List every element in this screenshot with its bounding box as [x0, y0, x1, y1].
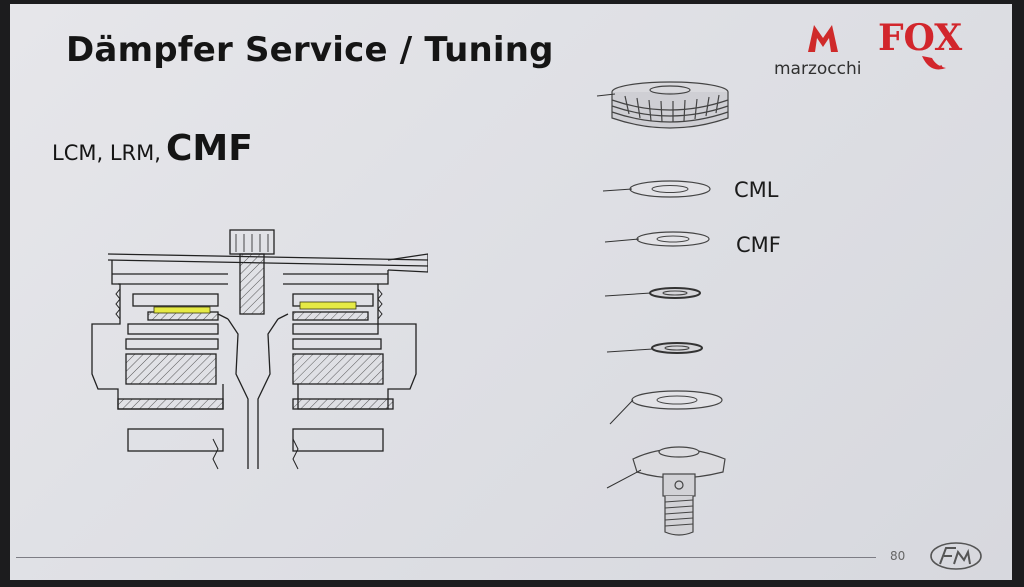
slide-subtitle: LCM, LRM, CMF — [52, 128, 253, 169]
page-number: 80 — [890, 549, 906, 563]
part-label-cmf: CMF — [736, 233, 781, 257]
shim-cmf — [604, 231, 710, 247]
marzocchi-wordmark: marzocchi — [774, 59, 862, 79]
slide-title: Dämpfer Service / Tuning — [66, 30, 554, 70]
part-label-cml: CML — [734, 178, 779, 202]
damper-cross-section — [91, 229, 428, 470]
highlight-shim-left — [153, 306, 211, 314]
shim-cml — [602, 180, 711, 198]
fox-logo: FOX — [878, 17, 962, 70]
subtitle-models: LCM, LRM, — [52, 141, 161, 165]
washer-large — [609, 390, 723, 425]
shim-small-1 — [604, 287, 701, 299]
piston-bolt — [606, 446, 726, 536]
subtitle-highlight: CMF — [166, 128, 253, 169]
presentation-screen: Dämpfer Service / Tuning LCM, LRM, CMF m… — [10, 4, 1012, 580]
fox-wordmark: FOX — [878, 17, 962, 59]
valve-disc-stack — [611, 81, 729, 129]
marzocchi-logo-icon — [808, 25, 838, 52]
exploded-parts-view — [596, 81, 729, 536]
highlight-shim-right — [299, 301, 357, 310]
footer-divider — [16, 557, 876, 558]
shim-small-2 — [606, 342, 703, 354]
fm-logo-icon — [930, 542, 982, 570]
